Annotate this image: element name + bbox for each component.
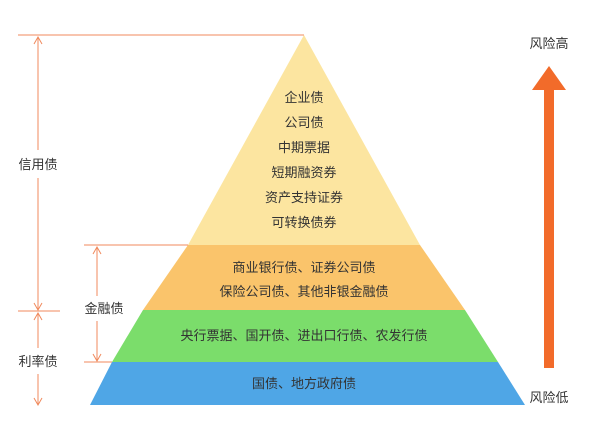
financial-tier-text: 商业银行债、证券公司债 保险公司债、其他非银金融债 [219,260,388,300]
credit-item: 短期融资券 [271,165,336,181]
rate-arrow-top [33,311,43,321]
credit-item: 可转换债券 [271,215,336,231]
government-tier-text: 国债、地方政府债 [252,376,356,392]
credit-item: 中期票据 [278,141,330,156]
credit-item: 公司债 [284,116,323,131]
credit-arrow-bottom [33,302,43,312]
policy-tier-text: 央行票据、国开债、进出口行债、农发行债 [180,328,427,344]
financial-arrow-top [92,245,102,255]
risk-low-label: 风险低 [529,391,568,406]
rate-bonds-label: 利率债 [18,354,57,370]
tier-government-bonds [90,362,525,405]
tier-credit-bonds [188,35,420,245]
credit-item: 资产支持证券 [265,190,343,206]
left-brackets [18,34,304,407]
credit-tier-text: 企业债 公司债 中期票据 短期融资券 资产支持证券 可转换债券 [265,90,343,231]
government-item: 国债、地方政府债 [252,376,356,392]
tier-policy-bonds [112,310,498,362]
risk-arrow-icon [532,66,566,368]
financial-item: 保险公司债、其他非银金融债 [219,284,388,300]
credit-arrow-top [33,35,43,45]
rate-arrow-bottom [33,397,43,407]
risk-high-label: 风险高 [529,36,568,52]
credit-bonds-label: 信用债 [18,158,57,173]
financial-bonds-label: 金融债 [84,301,123,317]
policy-item: 央行票据、国开债、进出口行债、农发行债 [180,328,427,344]
tier-financial-bonds [143,245,465,310]
financial-arrow-bottom [92,353,102,363]
credit-item: 企业债 [284,90,323,106]
financial-item: 商业银行债、证券公司债 [232,260,375,276]
